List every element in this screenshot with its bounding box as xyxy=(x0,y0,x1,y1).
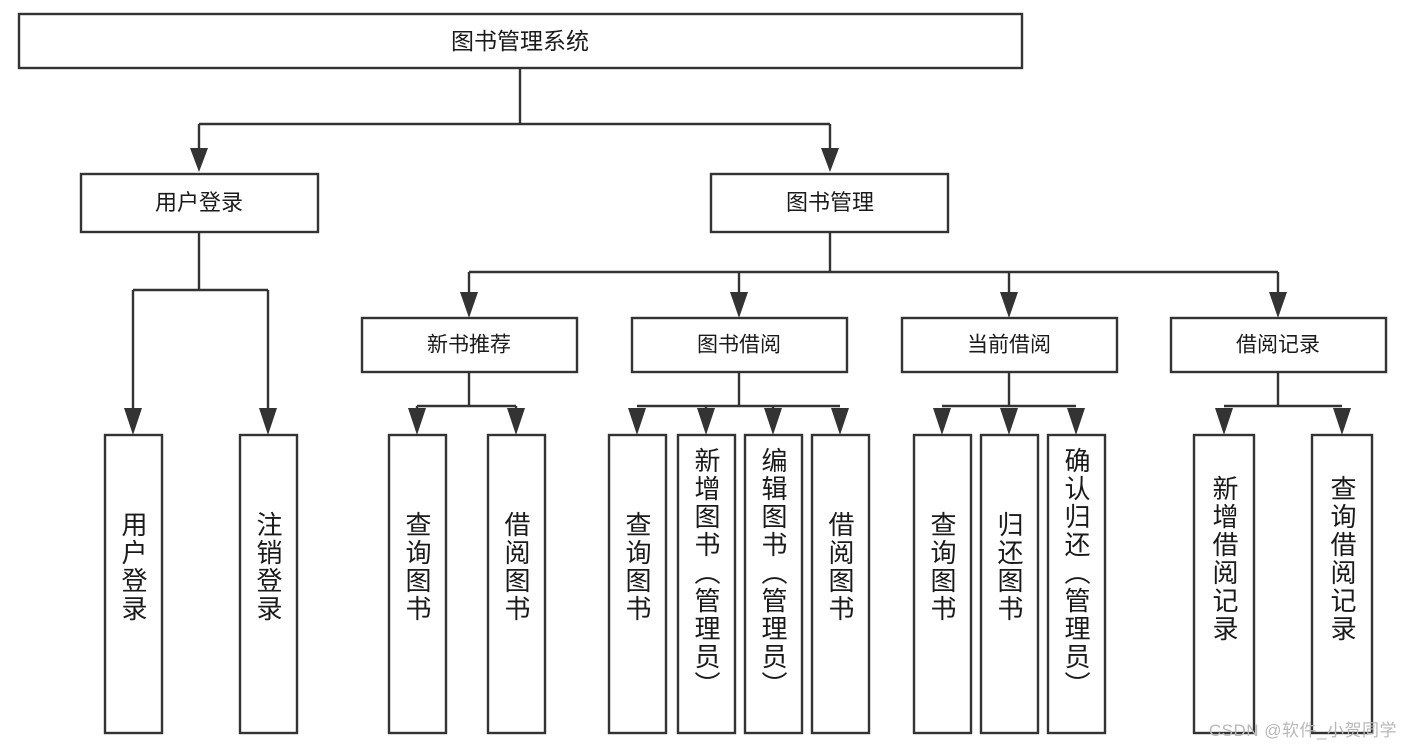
arrow-root-to-book-mgmt xyxy=(821,148,839,172)
new-book-recommend-label: 新书推荐 xyxy=(427,334,511,357)
leaf-box[interactable] xyxy=(238,433,299,735)
borrow-record-box[interactable] xyxy=(1169,316,1388,374)
leaf-label: 确认归还（管理员） xyxy=(1061,447,1091,699)
leaf-box[interactable] xyxy=(1192,433,1256,735)
leaf-label: 用户登录 xyxy=(118,511,148,623)
leaf-box[interactable] xyxy=(103,433,164,735)
leaf-box[interactable] xyxy=(486,433,547,735)
node-new-book-recommend[interactable]: 新书推荐 xyxy=(360,316,579,374)
arrow-current-borrow-leaf-3 xyxy=(1067,408,1085,435)
borrow-record-label: 借阅记录 xyxy=(1236,334,1320,357)
leaf-label: 新增借阅记录 xyxy=(1209,475,1239,643)
leaf-label: 查询图书 xyxy=(622,511,652,623)
arrow-current-borrow-leaf-2 xyxy=(1000,408,1018,435)
arrow-book-borrow-leaf-1 xyxy=(628,408,646,435)
leaf-book-borrow-2[interactable]: 新增图书（管理员） xyxy=(676,433,737,735)
new-book-recommend-box[interactable] xyxy=(360,316,579,374)
leaf-box[interactable] xyxy=(387,433,448,735)
leaf-book-borrow-1[interactable]: 查询图书 xyxy=(607,433,668,735)
leaf-label: 新增图书（管理员） xyxy=(691,447,721,699)
leaf-label: 查询图书 xyxy=(402,511,432,623)
leaf-label: 借阅图书 xyxy=(825,511,855,623)
node-current-borrow[interactable]: 当前借阅 xyxy=(900,316,1119,374)
arrow-root-to-user-login xyxy=(190,148,208,172)
leaf-box[interactable] xyxy=(607,433,668,735)
leaf-label: 查询图书 xyxy=(927,511,957,623)
leaf-label: 借阅图书 xyxy=(501,511,531,623)
node-user-login[interactable]: 用户登录 xyxy=(79,172,320,234)
arrow-book-mgmt-to-book-borrow xyxy=(730,292,748,318)
arrow-user-login-leaf-1 xyxy=(124,408,142,435)
leaf-new-book-1[interactable]: 查询图书 xyxy=(387,433,448,735)
current-borrow-label: 当前借阅 xyxy=(967,334,1051,357)
leaf-borrow-record-1[interactable]: 新增借阅记录 xyxy=(1192,433,1256,735)
node-book-management[interactable]: 图书管理 xyxy=(709,172,950,234)
arrow-borrow-record-leaf-2 xyxy=(1333,408,1351,435)
arrow-book-borrow-leaf-3 xyxy=(764,408,782,435)
arrow-borrow-record-leaf-1 xyxy=(1215,408,1233,435)
leaf-current-borrow-1[interactable]: 查询图书 xyxy=(912,433,973,735)
arrow-book-borrow-leaf-4 xyxy=(831,408,849,435)
arrow-book-mgmt-to-new-book xyxy=(460,292,478,318)
book-borrow-box[interactable] xyxy=(630,316,849,374)
leaf-label: 归还图书 xyxy=(994,511,1024,623)
arrow-book-mgmt-to-current-borrow xyxy=(1000,292,1018,318)
arrow-new-book-leaf-2 xyxy=(507,408,525,435)
arrow-current-borrow-leaf-1 xyxy=(933,408,951,435)
connector-layer xyxy=(124,68,1351,435)
leaf-borrow-record-2[interactable]: 查询借阅记录 xyxy=(1310,433,1374,735)
leaf-book-borrow-4[interactable]: 借阅图书 xyxy=(810,433,871,735)
leaf-label: 编辑图书（管理员） xyxy=(758,447,788,699)
leaf-current-borrow-2[interactable]: 归还图书 xyxy=(979,433,1040,735)
leaf-current-borrow-3[interactable]: 确认归还（管理员） xyxy=(1046,433,1107,735)
leaf-box[interactable] xyxy=(810,433,871,735)
user-login-label: 用户登录 xyxy=(155,190,243,215)
arrow-book-borrow-leaf-2 xyxy=(697,408,715,435)
leaf-box[interactable] xyxy=(912,433,973,735)
arrow-user-login-leaf-2 xyxy=(259,408,277,435)
leaf-label: 查询借阅记录 xyxy=(1327,475,1357,643)
book-management-label: 图书管理 xyxy=(786,190,874,215)
leaf-book-borrow-3[interactable]: 编辑图书（管理员） xyxy=(743,433,804,735)
arrow-new-book-leaf-1 xyxy=(408,408,426,435)
leaf-user-login-1[interactable]: 用户登录 xyxy=(103,433,164,735)
current-borrow-box[interactable] xyxy=(900,316,1119,374)
leaf-box[interactable] xyxy=(743,433,804,735)
root-label: 图书管理系统 xyxy=(451,28,589,54)
node-borrow-record[interactable]: 借阅记录 xyxy=(1169,316,1388,374)
leaf-box[interactable] xyxy=(1046,433,1107,735)
leaf-box[interactable] xyxy=(1310,433,1374,735)
leaf-box[interactable] xyxy=(676,433,737,735)
user-login-box[interactable] xyxy=(79,172,320,234)
leaf-new-book-2[interactable]: 借阅图书 xyxy=(486,433,547,735)
leaf-label: 注销登录 xyxy=(253,511,283,623)
leaf-user-login-2[interactable]: 注销登录 xyxy=(238,433,299,735)
arrow-book-mgmt-to-borrow-record xyxy=(1269,292,1287,318)
leaf-box[interactable] xyxy=(979,433,1040,735)
root-box[interactable] xyxy=(17,12,1024,70)
book-management-box[interactable] xyxy=(709,172,950,234)
node-book-borrow[interactable]: 图书借阅 xyxy=(630,316,849,374)
book-borrow-label: 图书借阅 xyxy=(697,334,781,357)
node-root[interactable]: 图书管理系统 xyxy=(17,12,1024,70)
